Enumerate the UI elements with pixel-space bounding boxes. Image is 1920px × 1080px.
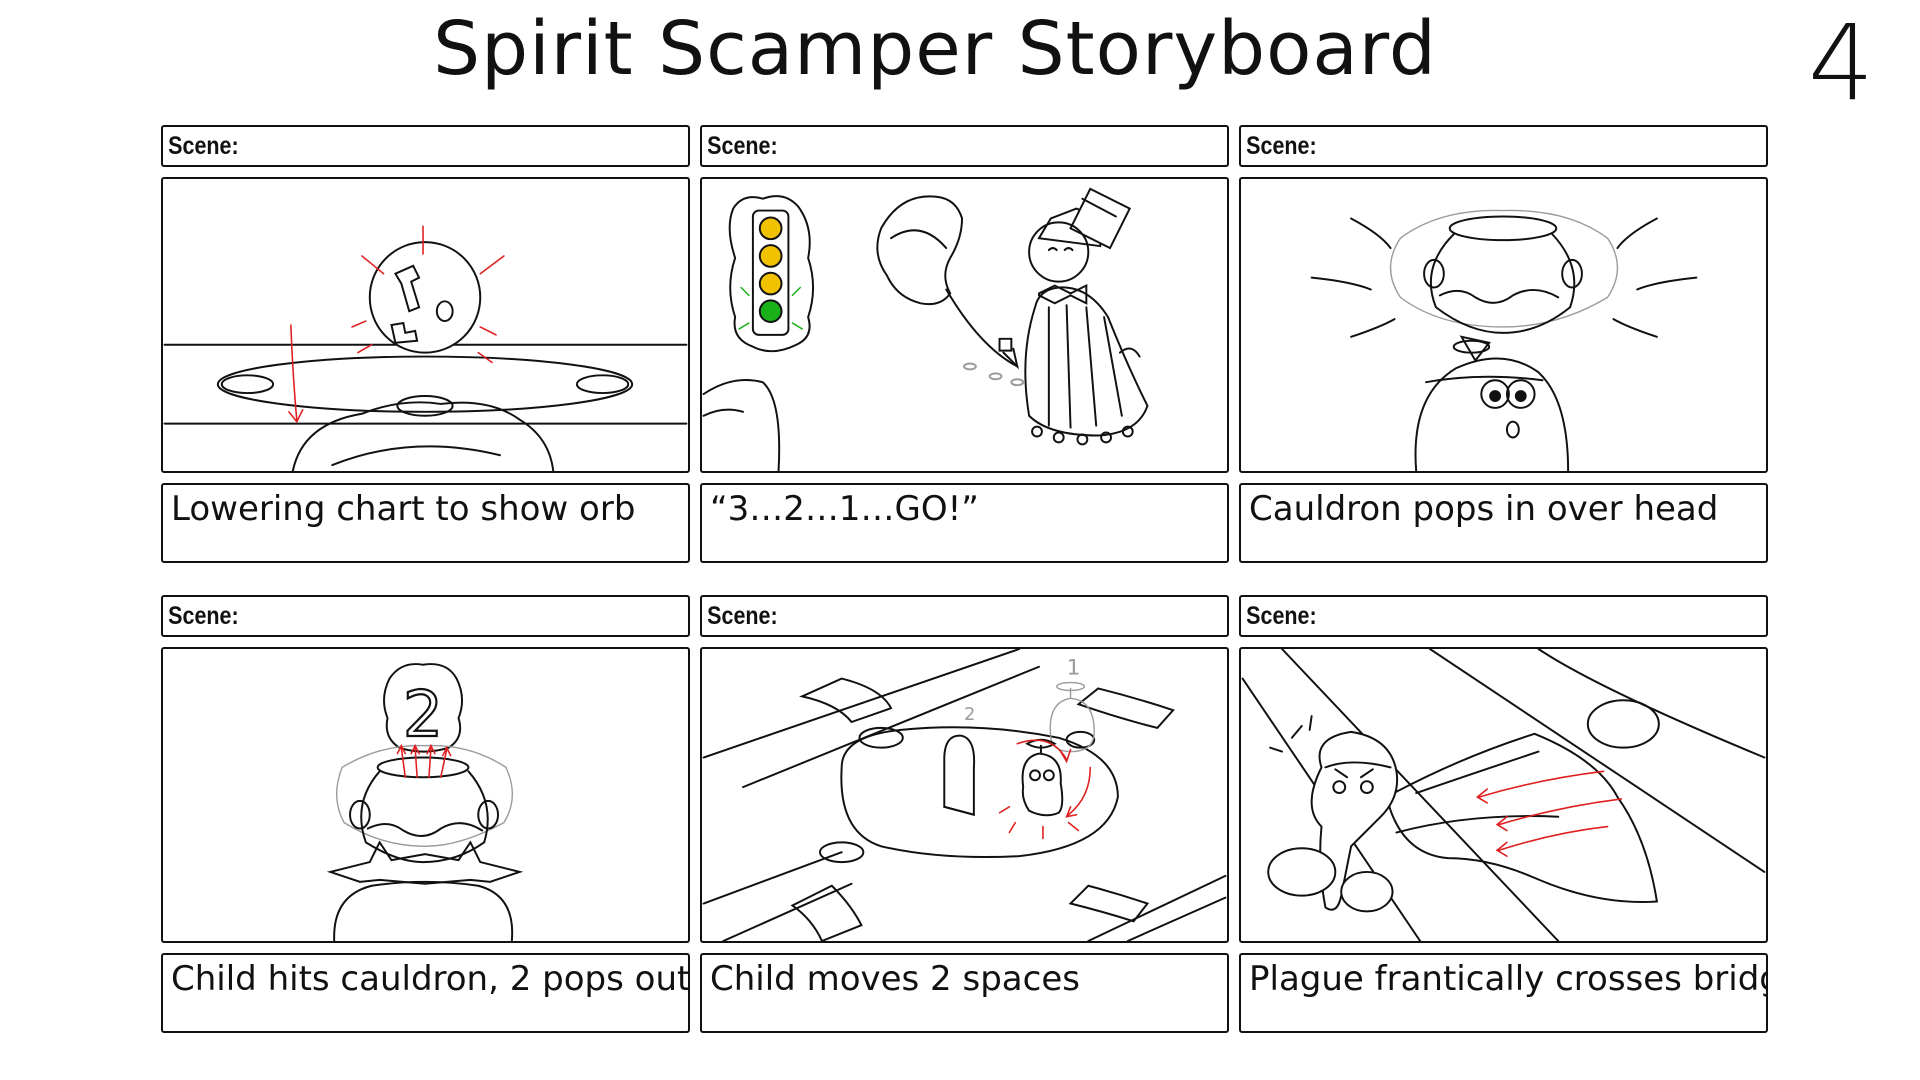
scene-label: Scene: xyxy=(168,602,239,630)
scene-field[interactable]: Scene: xyxy=(700,125,1229,167)
scene-label: Scene: xyxy=(168,132,239,160)
scene-field[interactable]: Scene: xyxy=(1239,595,1768,637)
caption-box[interactable]: “3…2…1…GO!” xyxy=(700,483,1229,563)
dice-number: 2 xyxy=(403,677,443,751)
space-label-1: 1 xyxy=(1067,656,1081,681)
scene-label: Scene: xyxy=(1246,132,1317,160)
space-label-2: 2 xyxy=(964,705,975,725)
storyboard-panel-5: Scene: xyxy=(700,595,1229,1033)
sketch-frame-countdown xyxy=(700,177,1229,473)
storyboard-row-2: Scene: 2 xyxy=(161,595,1769,1033)
caption-box[interactable]: Cauldron pops in over head xyxy=(1239,483,1768,563)
page-title: Spirit Scamper Storyboard xyxy=(433,6,1437,92)
scene-field[interactable]: Scene: xyxy=(161,125,690,167)
sketch-frame-cauldron-hit: 2 xyxy=(161,647,690,943)
scene-field[interactable]: Scene: xyxy=(161,595,690,637)
sketch-cauldron-over-head xyxy=(1310,209,1698,471)
sketch-frame-child-moves: 1 2 xyxy=(700,647,1229,943)
sketch-cauldron-number: 2 xyxy=(326,663,524,941)
sketch-frame-cauldron-pops xyxy=(1239,177,1768,473)
caption-box[interactable]: Child hits cauldron, 2 pops out xyxy=(161,953,690,1033)
sketch-frame-lowering-chart xyxy=(161,177,690,473)
storyboard-panel-4: Scene: 2 xyxy=(161,595,690,1033)
storyboard-panel-3: Scene: xyxy=(1239,125,1768,563)
scene-label: Scene: xyxy=(707,602,778,630)
caption-box[interactable]: Plague frantically crosses bridge xyxy=(1239,953,1768,1033)
sketch-plague-bridge xyxy=(1241,649,1766,941)
scene-label: Scene: xyxy=(707,132,778,160)
storyboard-panel-6: Scene: xyxy=(1239,595,1768,1033)
storyboard-panel-1: Scene: xyxy=(161,125,690,563)
storyboard-row-1: Scene: xyxy=(161,125,1769,563)
page-number: 4 xyxy=(1808,2,1875,124)
storyboard-grid: Scene: xyxy=(161,125,1769,1033)
scene-field[interactable]: Scene: xyxy=(1239,125,1768,167)
sketch-board-move: 1 2 xyxy=(702,649,1227,941)
caption-box[interactable]: Lowering chart to show orb xyxy=(161,483,690,563)
sketch-orb-board xyxy=(163,225,688,471)
scene-field[interactable]: Scene: xyxy=(700,595,1229,637)
caption-box[interactable]: Child moves 2 spaces xyxy=(700,953,1229,1033)
scene-label: Scene: xyxy=(1246,602,1317,630)
storyboard-panel-2: Scene: xyxy=(700,125,1229,563)
sketch-frame-plague-bridge xyxy=(1239,647,1768,943)
sketch-traffic-light-host xyxy=(702,187,1149,471)
